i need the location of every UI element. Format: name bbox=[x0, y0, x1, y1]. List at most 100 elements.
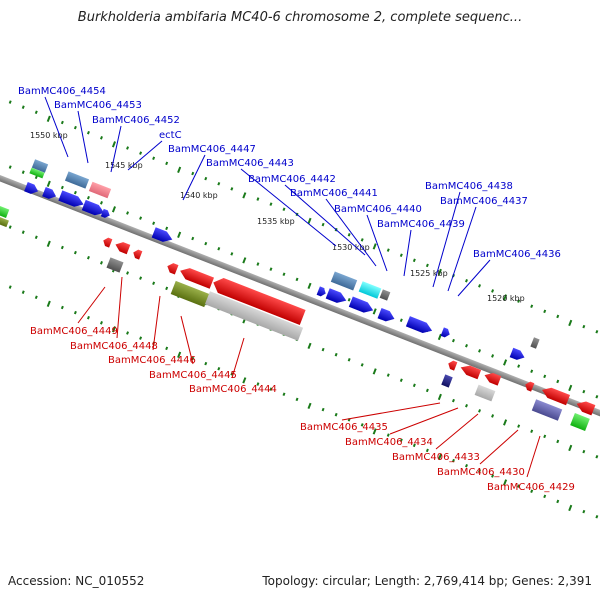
scale-tick bbox=[139, 216, 143, 220]
gene-4435 bbox=[460, 365, 482, 380]
scale-tick bbox=[295, 277, 299, 282]
scale-tick bbox=[334, 412, 338, 417]
scale-tick bbox=[595, 394, 599, 399]
gene-4454-bottom-shape bbox=[29, 167, 45, 179]
reverse-gene-label-leader bbox=[341, 402, 441, 421]
gene-4446-shape bbox=[180, 268, 215, 289]
scale-tick bbox=[543, 374, 547, 379]
scale-tick bbox=[21, 290, 25, 294]
scale-tick bbox=[177, 351, 182, 358]
gene-4454-top bbox=[31, 159, 49, 173]
scale-tick bbox=[568, 384, 573, 392]
forward-gene-label-leader bbox=[284, 184, 366, 256]
scale-tick bbox=[321, 222, 325, 227]
scale-tick bbox=[386, 248, 390, 252]
forward-gene-label: BamMC406_4447 bbox=[168, 144, 256, 155]
gene-ectc-shape bbox=[81, 199, 105, 216]
scale-tick bbox=[491, 354, 495, 358]
scale-tick bbox=[478, 349, 482, 353]
scale-tick bbox=[21, 105, 25, 109]
gene-4435-shape bbox=[460, 365, 482, 380]
scale-tick bbox=[126, 271, 130, 275]
scale-tick bbox=[372, 308, 377, 315]
gene-4446 bbox=[180, 268, 215, 289]
forward-gene-label-leader bbox=[110, 125, 122, 173]
forward-gene-label-leader bbox=[182, 154, 206, 201]
gene-rev-b bbox=[133, 249, 143, 260]
scale-tick bbox=[99, 201, 103, 205]
scale-tick bbox=[73, 250, 77, 255]
gene-4447-shape bbox=[151, 227, 173, 242]
accession-text: Accession: NC_010552 bbox=[8, 574, 145, 588]
scale-tick bbox=[204, 176, 208, 181]
scale-tick bbox=[46, 300, 51, 307]
scale-tick bbox=[595, 514, 599, 519]
reverse-gene-label-leader bbox=[479, 429, 519, 465]
scale-tick bbox=[8, 165, 12, 169]
gene-4437 bbox=[405, 316, 433, 333]
scale-tick bbox=[256, 382, 260, 386]
reverse-gene-label: BamMC406_4434 bbox=[345, 437, 433, 448]
reverse-gene-label: BamMC406_4429 bbox=[487, 482, 575, 493]
scale-tick bbox=[556, 379, 560, 384]
reverse-gene-label: BamMC406_4433 bbox=[392, 452, 480, 463]
scale-label: 1520 kbp bbox=[487, 294, 525, 303]
scale-tick bbox=[8, 285, 12, 289]
scale-tick bbox=[204, 361, 208, 366]
scale-tick bbox=[491, 474, 495, 478]
forward-gene-label-leader bbox=[457, 259, 491, 297]
scale-tick bbox=[360, 423, 364, 427]
gene-4440-shape bbox=[325, 288, 347, 303]
scale-tick bbox=[139, 276, 143, 280]
scale-tick bbox=[451, 398, 455, 403]
scale-tick bbox=[321, 347, 325, 352]
gene-4452b-shape bbox=[58, 190, 84, 207]
gene-stub-2-shape bbox=[0, 216, 9, 228]
gene-4433-shape bbox=[474, 384, 496, 402]
scale-tick bbox=[412, 258, 416, 263]
scale-tick bbox=[60, 185, 64, 190]
scale-tick bbox=[242, 192, 247, 199]
forward-gene-label-leader bbox=[325, 198, 377, 267]
gene-4429c bbox=[531, 399, 563, 421]
forward-gene-label: BamMC406_4452 bbox=[92, 115, 180, 126]
gene-4429d bbox=[570, 413, 590, 431]
scale-tick bbox=[99, 261, 103, 265]
reverse-gene-label-leader bbox=[180, 315, 194, 365]
scale-tick bbox=[478, 409, 482, 413]
scale-tick bbox=[230, 372, 234, 376]
scale-tick bbox=[165, 346, 169, 351]
gene-4429a bbox=[541, 387, 571, 406]
scale-tick bbox=[425, 388, 429, 393]
gene-4445 bbox=[170, 280, 210, 308]
scale-tick bbox=[126, 146, 130, 150]
gene-4441-shape bbox=[379, 289, 391, 301]
scale-tick bbox=[503, 479, 508, 486]
forward-gene-label-leader bbox=[240, 168, 337, 247]
scale-tick bbox=[425, 448, 429, 453]
scale-tick bbox=[568, 319, 573, 327]
scale-tick bbox=[269, 267, 273, 271]
gene-4439-shape bbox=[348, 296, 374, 313]
scale-tick bbox=[451, 458, 455, 463]
scale-tick bbox=[360, 238, 364, 242]
scale-tick bbox=[491, 414, 495, 418]
gene-4437-shape bbox=[405, 316, 433, 333]
scale-tick bbox=[73, 310, 77, 315]
scale-tick bbox=[437, 453, 442, 461]
forward-gene-label-leader bbox=[447, 206, 477, 292]
scale-tick bbox=[152, 281, 156, 285]
scale-tick bbox=[425, 263, 429, 268]
reverse-gene-label: BamMC406_4446 bbox=[108, 355, 196, 366]
scale-tick bbox=[282, 272, 286, 277]
scale-tick bbox=[269, 387, 273, 391]
scale-tick bbox=[139, 151, 143, 155]
gene-4443-shape bbox=[330, 271, 358, 291]
forward-gene-label: BamMC406_4438 bbox=[425, 181, 513, 192]
gene-fwd-d bbox=[316, 286, 326, 297]
gene-4448-shape bbox=[106, 257, 124, 273]
scale-tick bbox=[242, 377, 247, 384]
gene-4439 bbox=[348, 296, 374, 313]
scale-tick bbox=[217, 181, 221, 186]
scale-tick bbox=[372, 243, 377, 250]
